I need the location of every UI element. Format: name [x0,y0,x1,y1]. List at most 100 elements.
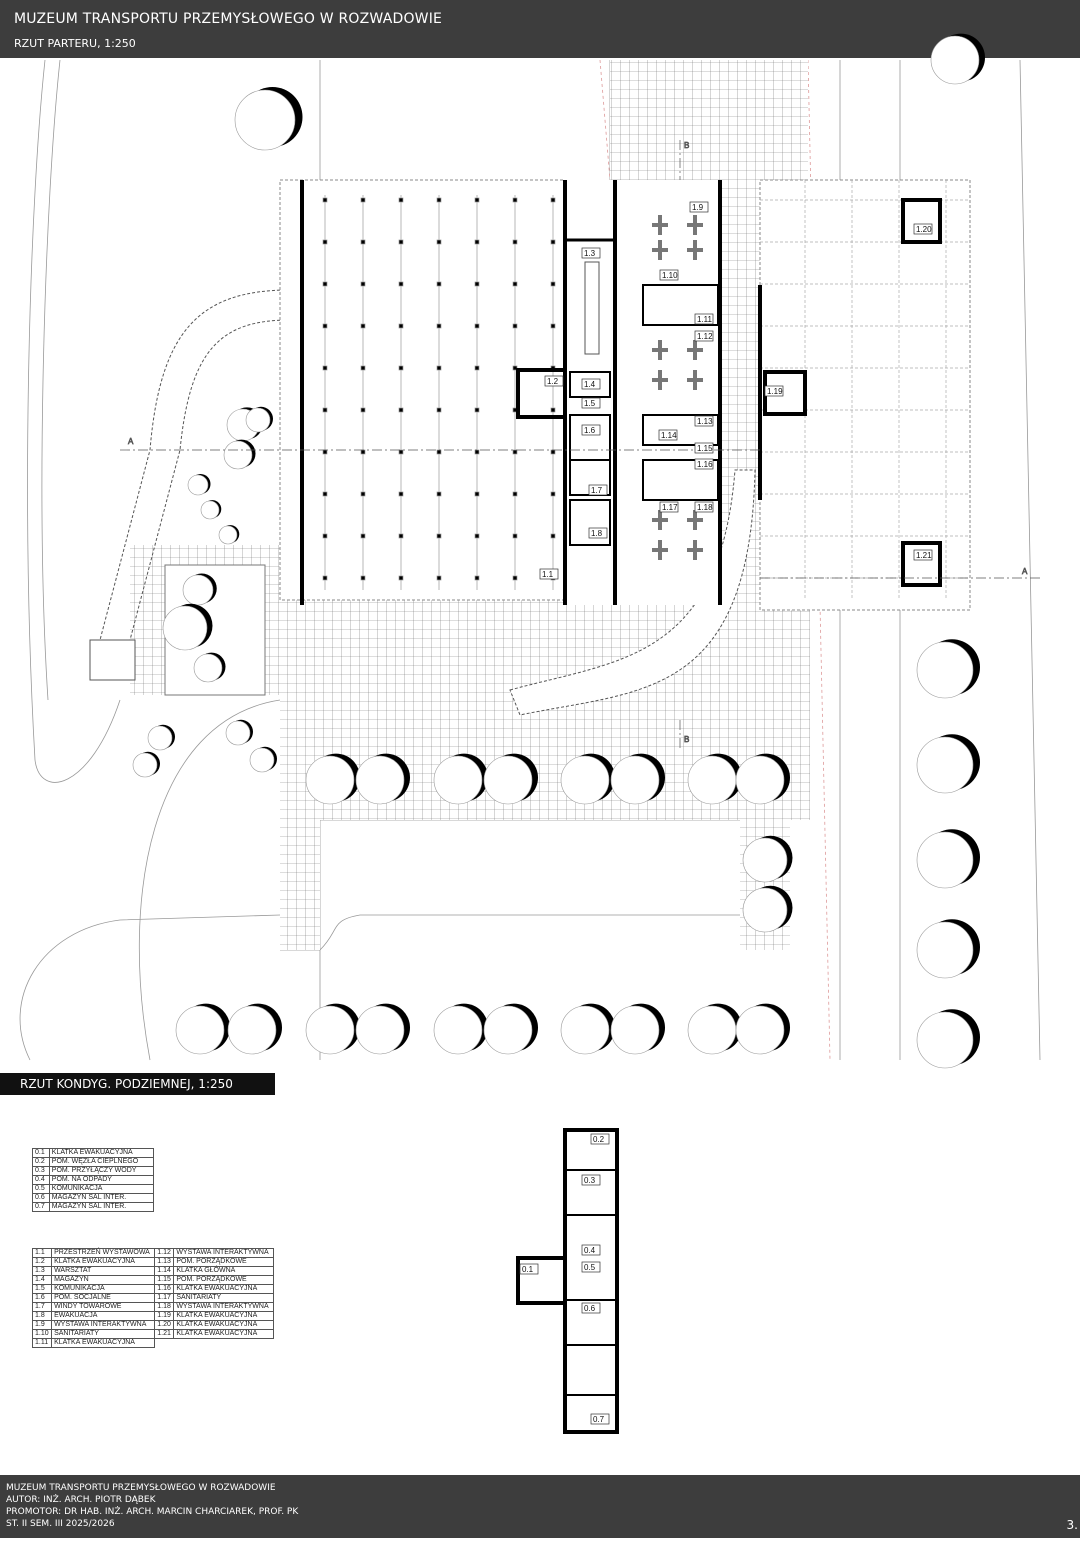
room-name: MAGAZYN [51,1275,156,1285]
column [512,449,518,455]
column [512,575,518,581]
ramp-walkway [89,289,756,716]
room-number: 1.20 [916,225,932,234]
column [322,197,328,203]
tree-icon [355,1003,410,1055]
room-number: 1.3 [584,249,596,258]
column [398,449,404,455]
room-label: 1.19 [764,385,784,397]
room-number: 1.4 [584,380,596,389]
room-no: 1.19 [154,1311,175,1321]
column [474,449,480,455]
room-no: 1.7 [31,1302,53,1312]
exhibit-table [687,540,703,560]
column [436,575,442,581]
tree-icon [916,639,980,699]
column [322,575,328,581]
column [436,365,442,371]
room-number: 1.6 [584,426,596,435]
exhibit-table [652,370,668,390]
column [474,197,480,203]
room-number: 1.19 [767,387,783,396]
column [474,323,480,329]
underground-plan-title: RZUT KONDYG. PODZIEMNEJ, 1:250 [0,1073,275,1095]
tree-icon [916,919,980,979]
room-no: 1.14 [154,1266,175,1276]
room-label: 1.16 [694,458,714,470]
room-number: 0.3 [584,1176,596,1185]
column [398,281,404,287]
room-no: 0.3 [32,1166,50,1176]
column [436,239,442,245]
column [436,407,442,413]
room-no: 0.2 [32,1157,50,1167]
column [360,239,366,245]
room-label: 1.15 [694,442,714,454]
room-name: WARSZTAT [51,1266,156,1276]
tree-icon [225,719,253,746]
exhibition-hall-right [758,179,971,611]
underground-room-label: 0.4 [581,1244,601,1256]
room-no: 0.6 [32,1193,50,1203]
tree-icon [433,1003,488,1055]
tree-icon [187,474,211,496]
room-no: 1.9 [31,1320,53,1330]
tree-icon [610,753,665,805]
room-name: WYSTAWA INTERAKTYWNA [51,1320,156,1330]
room-label: 1.5 [581,397,601,409]
column [550,533,556,539]
tree-icon [916,734,980,794]
drawing-title: MUZEUM TRANSPORTU PRZEMYSŁOWEGO W ROZWAD… [14,11,443,27]
exhibit-table [687,510,703,530]
room-no: 1.4 [31,1275,53,1285]
room-label: 1.14 [658,429,678,441]
underground-plan [516,1128,619,1434]
column [512,239,518,245]
exhibit-table [687,340,703,360]
underground-room-label: 0.1 [519,1263,539,1275]
column [360,449,366,455]
room-no: 1.20 [154,1320,175,1330]
room-name: POM. PORZĄDKOWE [173,1257,274,1267]
column [474,365,480,371]
column [436,197,442,203]
column [550,197,556,203]
column [360,491,366,497]
column [360,575,366,581]
room-name: POM. PRZYŁĄCZY WODY [48,1166,155,1176]
room-no: 0.5 [32,1184,50,1194]
column [474,533,480,539]
column [550,407,556,413]
column [398,323,404,329]
room-no: 1.13 [154,1257,175,1267]
page-number: 3. [1066,1518,1078,1532]
section-marker-a-left: A [128,437,134,446]
column [474,407,480,413]
column [322,365,328,371]
column [322,323,328,329]
room-label: 1.20 [913,223,933,235]
room-number: 0.4 [584,1246,596,1255]
tree-icon [162,603,213,651]
underground-room-label: 0.5 [581,1261,601,1273]
tree-icon [305,753,360,805]
room-number: 1.17 [662,503,678,512]
room-name: KLATKA GŁÓWNA [173,1266,274,1276]
room-no: 1.15 [154,1275,175,1285]
footer-semester: ST. II SEM. III 2025/2026 [6,1519,115,1529]
exhibit-table [687,240,703,260]
column [436,449,442,455]
column [322,449,328,455]
section-lines: A A B B [120,140,1040,750]
room-name: POM. PORZĄDKOWE [173,1275,274,1285]
column [436,533,442,539]
room-number: 1.15 [697,444,713,453]
